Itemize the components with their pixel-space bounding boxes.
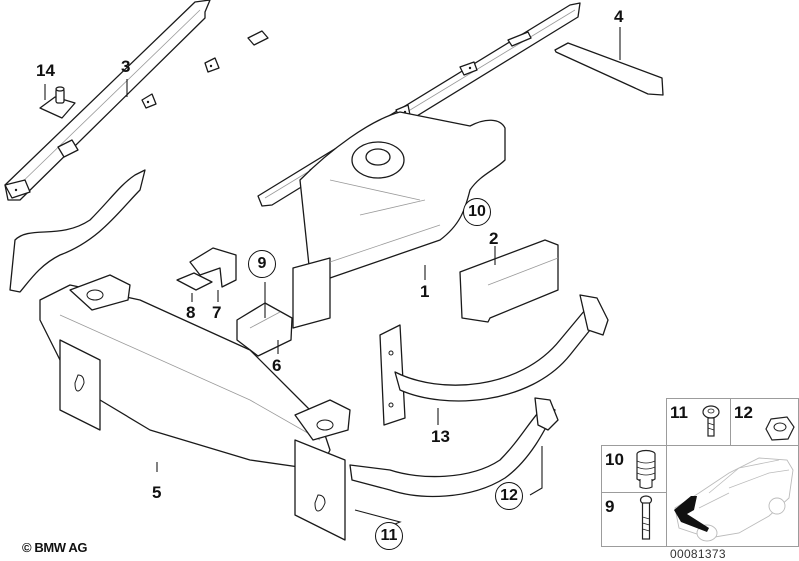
part-12-lower-tube[interactable] — [349, 397, 559, 498]
legend-number: 11 — [670, 403, 688, 422]
part-upper-tube-left[interactable] — [9, 169, 146, 293]
label-7[interactable]: 7 — [212, 303, 222, 322]
label-5[interactable]: 5 — [152, 483, 162, 502]
label-14[interactable]: 14 — [36, 61, 55, 80]
bolt-icon — [639, 495, 653, 540]
part-2-crash-box[interactable] — [459, 239, 559, 323]
legend-number: 9 — [605, 497, 615, 516]
copyright: © BMW AG — [22, 540, 88, 555]
label-4[interactable]: 4 — [614, 7, 624, 26]
diagram-id: 00081373 — [670, 547, 726, 561]
legend-cell-11[interactable]: 11 — [666, 398, 732, 447]
label-8[interactable]: 8 — [186, 303, 196, 322]
label-6[interactable]: 6 — [272, 356, 282, 375]
label-2[interactable]: 2 — [489, 229, 499, 248]
car-locator-icon — [674, 457, 794, 542]
part-13-tube[interactable] — [379, 294, 609, 426]
expanding-nut-icon — [636, 449, 656, 490]
part-8-plate[interactable] — [176, 272, 213, 302]
hex-nut-icon — [765, 416, 795, 441]
legend-cell-12[interactable]: 12 — [730, 398, 799, 447]
part-6-block[interactable] — [236, 282, 293, 357]
label-11-circled[interactable]: 11 — [375, 522, 403, 550]
label-10-circled[interactable]: 10 — [463, 198, 491, 226]
label-12-circled[interactable]: 12 — [495, 482, 523, 510]
label-9-circled[interactable]: 9 — [248, 250, 276, 278]
legend-number: 12 — [734, 403, 753, 422]
part-7-bracket[interactable] — [189, 247, 237, 302]
legend-cell-10[interactable]: 10 — [601, 445, 668, 494]
car-locator-cell — [666, 445, 799, 547]
leader-12 — [529, 446, 543, 496]
label-13[interactable]: 13 — [431, 427, 450, 446]
legend-number: 10 — [605, 450, 624, 469]
part-1-front-support[interactable] — [292, 111, 506, 329]
part-3-rail[interactable] — [4, 0, 269, 201]
screw-icon — [702, 405, 720, 437]
label-1[interactable]: 1 — [420, 282, 430, 301]
part-14-weld-nut[interactable] — [39, 86, 76, 119]
legend-cell-9[interactable]: 9 — [601, 492, 668, 547]
part-4-strip[interactable] — [554, 27, 664, 96]
label-3[interactable]: 3 — [121, 57, 131, 76]
part-5-bumper-carrier[interactable] — [39, 274, 351, 541]
